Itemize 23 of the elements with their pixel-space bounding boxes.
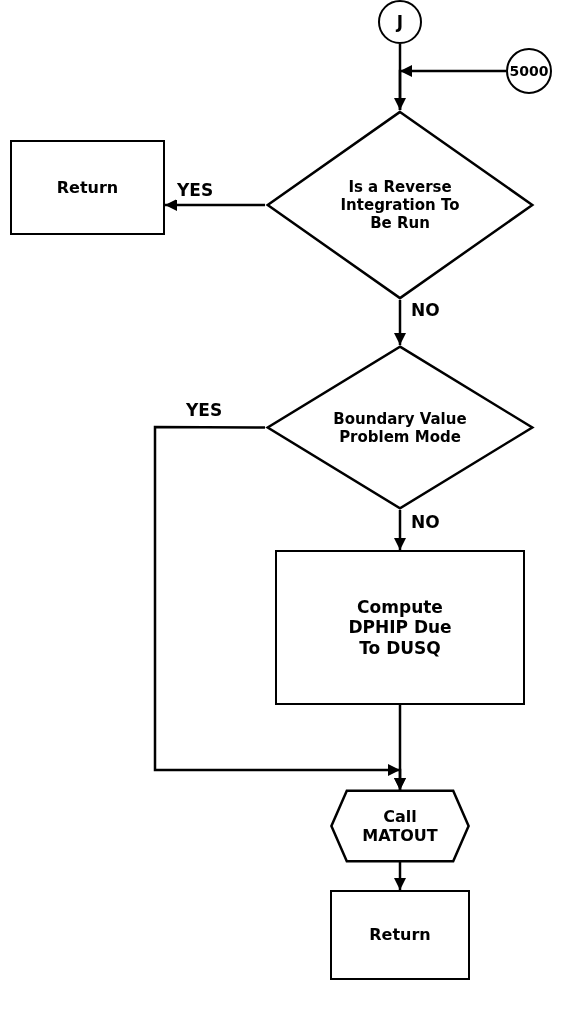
arrow bbox=[394, 65, 506, 110]
arrow bbox=[394, 510, 406, 550]
node-text: J bbox=[396, 11, 404, 33]
node-text: Boundary Value Problem Mode bbox=[332, 409, 468, 446]
arrow bbox=[394, 705, 406, 790]
preparation-hexagon bbox=[330, 790, 470, 862]
node-text: Return bbox=[369, 925, 431, 945]
process-box bbox=[10, 140, 165, 235]
node-text: 5000 bbox=[509, 62, 549, 80]
node-text: Is a Reverse Integration To Be Run bbox=[339, 178, 461, 232]
decision-diamond bbox=[265, 345, 535, 510]
decision-diamond bbox=[265, 110, 535, 300]
connector-circle bbox=[378, 0, 422, 44]
arrow bbox=[394, 300, 406, 345]
node-text: Return bbox=[56, 177, 119, 198]
node-text: Compute DPHIP Due To DUSQ bbox=[347, 596, 453, 659]
edge-label: YES bbox=[176, 180, 215, 200]
arrow bbox=[394, 862, 406, 890]
arrow bbox=[165, 199, 265, 211]
process-box bbox=[330, 890, 470, 980]
process-box bbox=[275, 550, 525, 705]
node-text: Call MATOUT bbox=[361, 806, 439, 846]
connector-circle bbox=[506, 48, 552, 94]
